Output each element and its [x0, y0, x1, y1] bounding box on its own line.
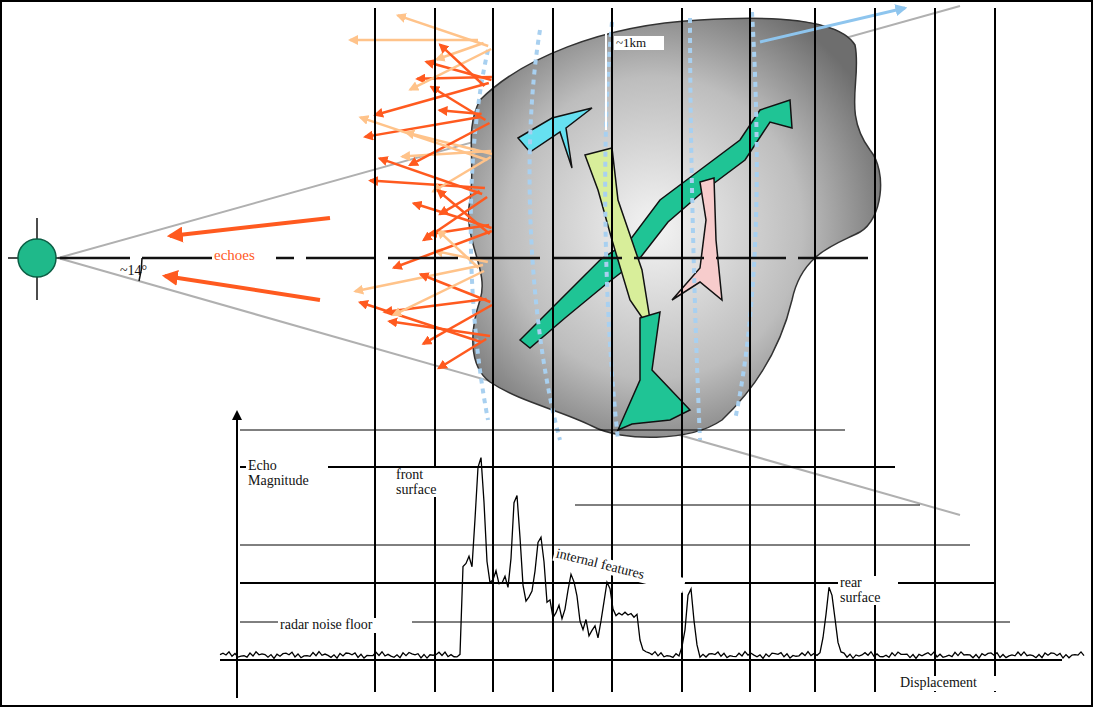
wavefronts	[471, 12, 757, 440]
boresight-line	[60, 257, 870, 260]
asteroid-body	[469, 18, 881, 437]
echo-arrows	[165, 15, 492, 368]
beam-cone	[58, 6, 960, 515]
annotation-label: radar noise floor	[278, 618, 412, 633]
transmitted-pulse-arrow	[760, 8, 905, 42]
grid-lines	[220, 8, 1062, 692]
annotation-label: echoes	[212, 248, 276, 264]
dimension-arrow	[605, 8, 607, 130]
annotation-label: Echo Magnitude	[246, 459, 328, 488]
annotation-label: ~14°	[118, 264, 162, 279]
echo-trace	[220, 458, 1084, 659]
annotation-label: ~1km	[614, 36, 664, 50]
spacecraft	[8, 218, 70, 300]
annotation-label: rear surface	[838, 576, 898, 605]
annotation-label: Displacement	[898, 676, 1002, 691]
annotation-label: front surface	[394, 468, 454, 497]
